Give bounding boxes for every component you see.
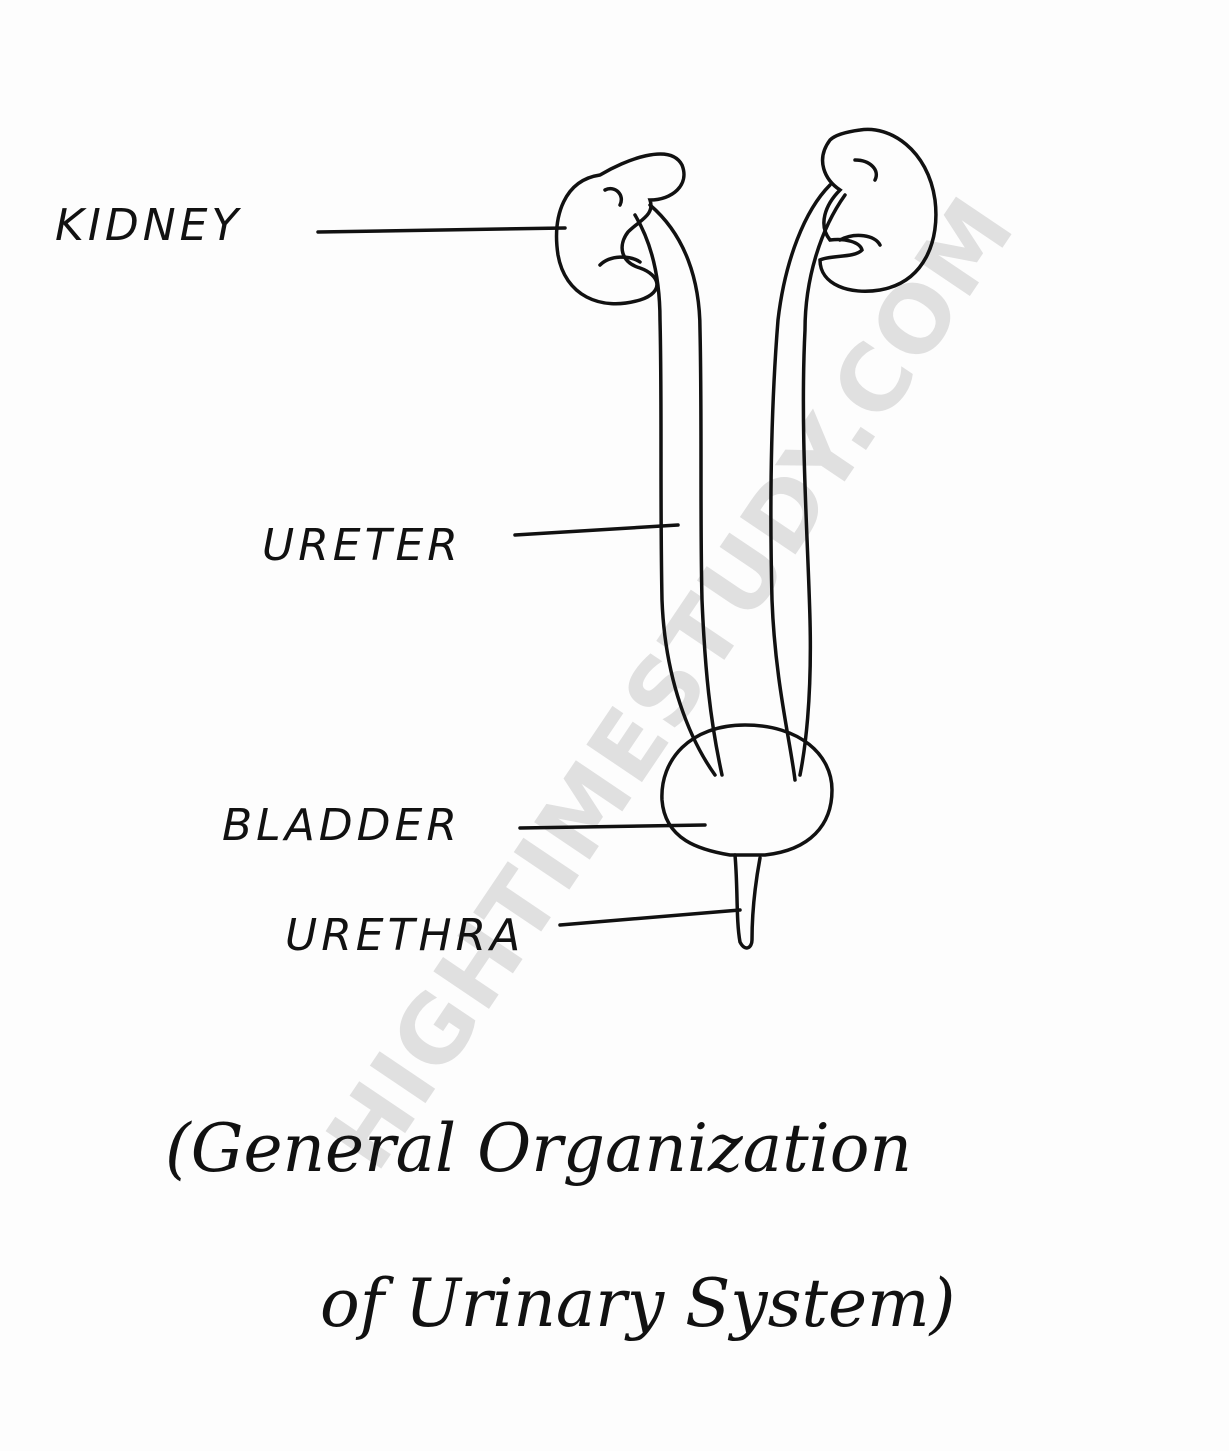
bladder	[660, 723, 834, 857]
kidney-label: KIDNEY	[55, 200, 243, 251]
left-ureter-inner	[648, 203, 724, 777]
bladder-leader-line	[518, 823, 707, 830]
ureter-leader-line	[513, 523, 680, 537]
right-ureter-inner	[798, 193, 847, 777]
right-kidney-hilum	[838, 158, 882, 247]
right-kidney	[818, 127, 938, 293]
kidney-leader-line	[316, 226, 567, 234]
left-ureter-outer	[633, 213, 717, 777]
caption-line-2: of Urinary System)	[320, 1265, 956, 1342]
left-kidney-hilum	[598, 187, 642, 267]
caption-line-1: (General Organization	[165, 1110, 912, 1187]
ureter-label: URETER	[262, 520, 462, 571]
urethra-label: URETHRA	[285, 910, 525, 961]
urethra-leader-line	[558, 908, 742, 927]
right-ureter-outer	[769, 183, 832, 782]
bladder-label: BLADDER	[222, 800, 461, 851]
left-kidney	[554, 152, 686, 306]
urethra	[733, 853, 762, 950]
